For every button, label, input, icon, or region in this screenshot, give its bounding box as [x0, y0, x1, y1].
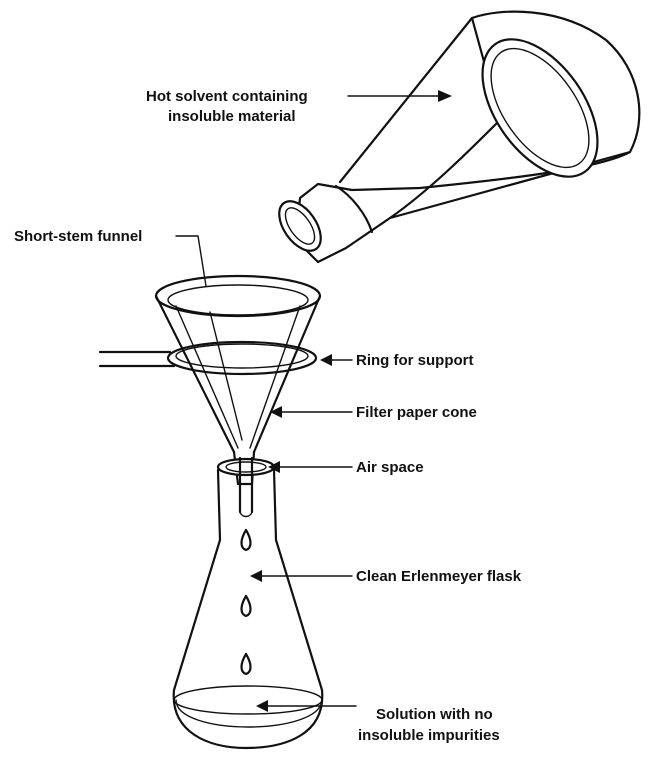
short-stem-funnel: [154, 274, 322, 486]
label-ring-for-support: Ring for support: [356, 352, 473, 369]
labels: Hot solvent containing insoluble materia…: [14, 88, 522, 744]
erlenmeyer-flask: [172, 456, 324, 750]
pouring-flask: [278, 10, 641, 264]
label-solution-line1: Solution with no: [376, 706, 493, 723]
label-solution-line2: insoluble impurities: [358, 727, 500, 744]
label-filter-paper-cone: Filter paper cone: [356, 404, 477, 421]
leader-lines: [175, 90, 452, 712]
label-clean-erlenmeyer-flask: Clean Erlenmeyer flask: [356, 568, 522, 585]
label-air-space: Air space: [356, 459, 424, 476]
support-ring: [98, 340, 318, 376]
label-hot-solvent-line2: insoluble material: [168, 108, 296, 125]
label-hot-solvent-line1: Hot solvent containing: [146, 88, 308, 105]
label-short-stem-funnel: Short-stem funnel: [14, 228, 142, 245]
